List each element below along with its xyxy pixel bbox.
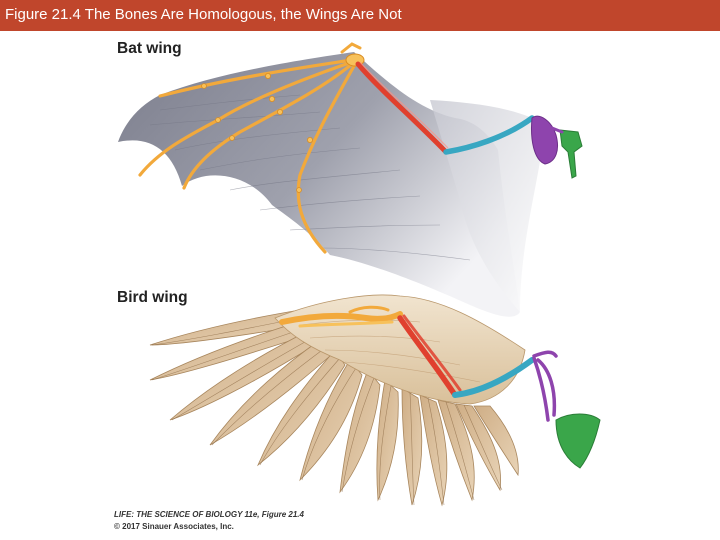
bird-shoulder-girdle <box>534 352 556 420</box>
credit-source: LIFE: THE SCIENCE OF BIOLOGY 11e, Figure… <box>114 510 304 519</box>
credit-copyright: © 2017 Sinauer Associates, Inc. <box>114 522 234 531</box>
bat-wing <box>118 44 582 317</box>
bird-wing <box>150 295 600 505</box>
bat-sternum <box>560 130 582 178</box>
bird-sternum <box>556 414 600 468</box>
bat-thumb <box>342 44 360 52</box>
